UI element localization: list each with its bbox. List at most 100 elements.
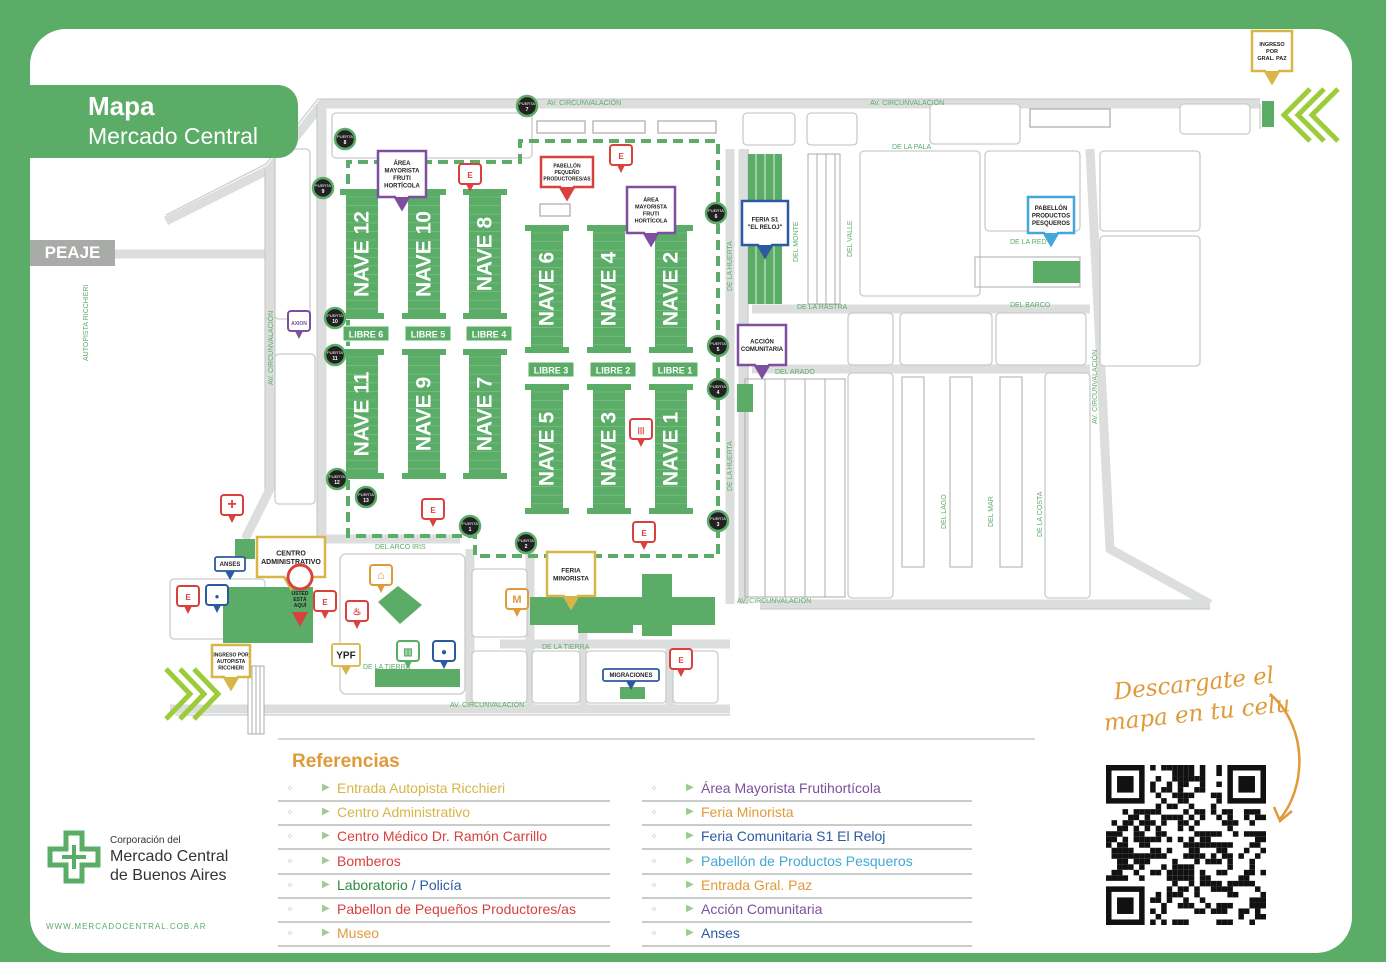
nave-10[interactable]: NAVE 10 [402, 189, 446, 319]
nave-3[interactable]: NAVE 3 [587, 384, 631, 514]
chevron-right-icon: ▶ [322, 782, 330, 793]
logo-line-2: Mercado Central [110, 848, 229, 865]
e-icon[interactable]: E [669, 648, 693, 677]
nave-5[interactable]: NAVE 5 [525, 384, 569, 514]
nave-7[interactable]: NAVE 7 [463, 349, 507, 479]
wholesale-fence [346, 139, 720, 558]
svg-text:8: 8 [344, 140, 347, 146]
svg-text:⌂: ⌂ [377, 568, 384, 582]
nave-8[interactable]: NAVE 8 [463, 189, 507, 319]
website-link[interactable]: WWW.MERCADOCENTRAL.COB.AR [46, 922, 207, 931]
fire-icon[interactable]: ♨ [345, 600, 369, 629]
svg-text:PUERTA: PUERTA [462, 521, 478, 526]
ypf-badge[interactable]: YPF [331, 643, 361, 675]
svg-text:PABELLÓN: PABELLÓN [553, 161, 581, 169]
e-icon[interactable]: E [176, 585, 200, 614]
chevron-right-icon: ▶ [686, 878, 694, 890]
e-icon[interactable]: E [609, 144, 633, 173]
producer-icon: ◦ [287, 901, 293, 916]
e-icon[interactable]: E [632, 521, 656, 550]
svg-text:ÁREA: ÁREA [393, 160, 411, 167]
axion-icon[interactable]: AXION [287, 310, 311, 339]
svg-text:E: E [185, 593, 191, 602]
migraciones-badge[interactable]: MIGRACIONES [602, 668, 660, 690]
libre-6[interactable]: LIBRE 6 [342, 325, 390, 342]
svg-text:INGRESO POR: INGRESO POR [213, 652, 249, 658]
nave-11[interactable]: NAVE 11 [340, 349, 384, 479]
nave-2[interactable]: NAVE 2 [649, 225, 693, 353]
chevron-right-icon: ▶ [322, 854, 330, 866]
libre-2[interactable]: LIBRE 2 [589, 361, 637, 378]
nave-1[interactable]: NAVE 1 [649, 384, 693, 514]
chevron-right-icon: ▶ [686, 854, 694, 866]
nave-9[interactable]: NAVE 9 [402, 349, 446, 479]
admin-icon[interactable]: ● [205, 584, 229, 613]
fire-icon: ◦ [287, 852, 293, 868]
e-icon[interactable]: E [458, 163, 482, 192]
svg-text:2: 2 [525, 544, 528, 550]
libre-5[interactable]: LIBRE 5 [404, 325, 452, 342]
barcode-icon[interactable]: ||| [629, 418, 653, 447]
libre-4[interactable]: LIBRE 4 [465, 325, 513, 342]
svg-text:LIBRE 3: LIBRE 3 [534, 366, 569, 376]
museum-icon[interactable]: ⌂ [369, 564, 393, 593]
nave-4[interactable]: NAVE 4 [587, 225, 631, 353]
svg-text:PRODUCTORES/AS: PRODUCTORES/AS [543, 176, 591, 182]
qr-code[interactable] [1106, 765, 1266, 925]
cross-icon[interactable]: + [220, 494, 244, 523]
e-icon[interactable]: E [421, 498, 445, 527]
svg-text:ACCIÓN: ACCIÓN [750, 338, 774, 346]
nave-label: NAVE 6 [536, 252, 559, 326]
nave-12[interactable]: NAVE 12 [340, 189, 384, 319]
anses-badge[interactable]: ANSES [214, 556, 246, 580]
svg-text:7: 7 [526, 107, 529, 113]
svg-text:HORTÍCOLA: HORTÍCOLA [635, 217, 668, 225]
legend-item: ◦▶Anses [642, 921, 972, 948]
nave-6[interactable]: NAVE 6 [525, 225, 569, 353]
street-label-ricchieri: AUTOPISTA RICCHIERI [83, 285, 90, 361]
top-buildings [536, 108, 1111, 217]
download-arrow [1269, 693, 1301, 820]
street-label-huerta: DE LA HUERTA [727, 441, 734, 491]
fruit-icon: ◦ [651, 780, 657, 795]
m-icon[interactable]: M [505, 588, 529, 617]
lab-icon[interactable]: ▥ [396, 640, 420, 669]
e-icon[interactable]: E [313, 590, 337, 619]
libre-1[interactable]: LIBRE 1 [651, 361, 699, 378]
people-icon: ◦ [287, 804, 293, 820]
svg-text:LIBRE 2: LIBRE 2 [596, 366, 631, 376]
svg-text:E: E [430, 506, 436, 515]
legend-item: ◦▶Entrada Gral. Paz [642, 873, 972, 899]
street-label-circunvalacion: AV. CIRCUNVALACIÓN [266, 311, 275, 385]
police-icon[interactable]: ● [432, 640, 456, 669]
chevron-right-icon: ▶ [686, 830, 694, 842]
libre-3[interactable]: LIBRE 3 [527, 361, 575, 378]
legend-label: Pabellon de Pequeños Productores/as [337, 901, 576, 917]
marker-feria-s1[interactable]: FERIA S1"EL RELOJ" [740, 199, 790, 260]
chevron-right-icon: ▶ [322, 927, 330, 939]
